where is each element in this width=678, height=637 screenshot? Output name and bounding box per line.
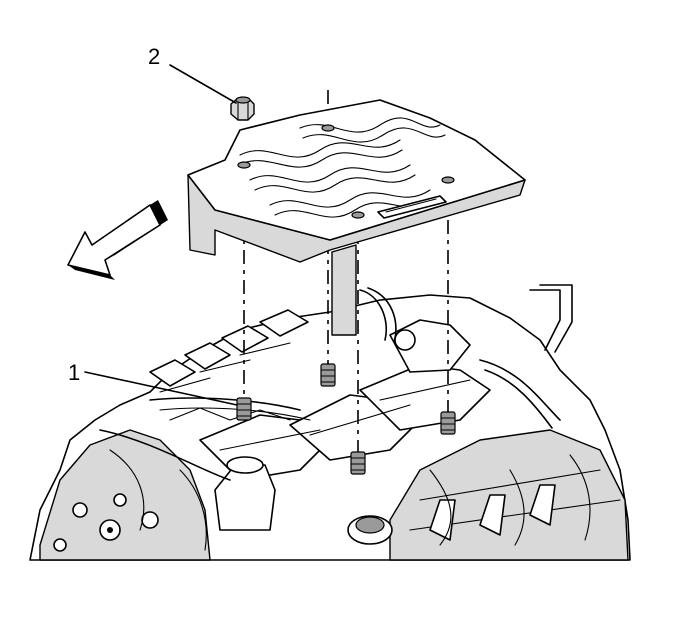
intake-manifold — [199, 364, 491, 481]
reservoir — [214, 456, 276, 531]
callout-label-2: 2 — [148, 44, 160, 69]
engine-assembly — [29, 284, 631, 561]
cover-studs — [236, 363, 456, 475]
cover-stud — [236, 397, 252, 421]
cover-stud — [440, 411, 456, 435]
cover-stud — [320, 363, 336, 387]
cover-nut — [230, 96, 255, 121]
forward-arrow-icon — [67, 200, 168, 280]
callout-leaders — [84, 64, 238, 406]
cover-emblem — [377, 195, 447, 219]
cover-stud — [350, 451, 366, 475]
callout-label-1: 1 — [68, 360, 80, 385]
oil-fill-cap — [347, 515, 393, 545]
engine-cover — [187, 99, 526, 336]
